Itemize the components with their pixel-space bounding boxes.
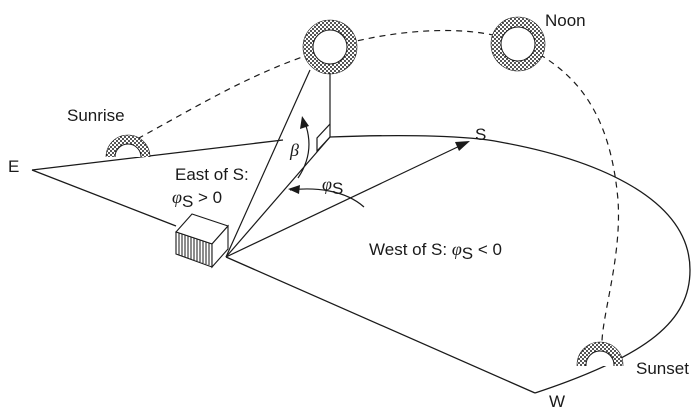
horizon-east-to-north-line [31,139,284,171]
label-phi-s-angle: φS [322,174,343,198]
label-noon: Noon [545,11,586,30]
sun-disc-noon-icon [500,26,536,62]
ray-to-sun-projection-foot [225,136,331,258]
beta-angle-arc [297,122,310,179]
house-icon [175,213,229,269]
label-east-of-s-condition: φS > 0 [172,187,222,211]
label-sunrise: Sunrise [67,106,125,125]
phi-arrowhead-icon [288,185,300,194]
south-arrowhead-icon [455,141,470,151]
sun-high [302,19,358,75]
ray-to-sun-left [225,69,311,258]
sun-disc-sunset-icon [585,350,615,366]
sun-sunrise [105,134,151,157]
horizon-east-to-house-line [31,169,177,227]
sun-sunset [576,341,624,366]
beta-arrowhead-icon [300,116,309,129]
sun-disc-high-icon [312,29,348,65]
ground-plane [31,134,691,394]
label-west-of-s-condition: West of S: φS < 0 [369,239,502,263]
house-side-wall [211,224,229,269]
horizon-house-to-west-line [225,256,536,394]
label-east-of-s-title: East of S: [175,165,249,184]
label-beta-angle: β [289,140,299,160]
label-sunset: Sunset [636,359,689,378]
sun-noon [490,16,546,72]
sun-disc-sunrise-icon [114,143,142,157]
right-angle-marker-icon [316,123,331,153]
rays [225,69,470,258]
ray-to-south-arrow [225,142,467,258]
horizon-south-to-west-curve [329,134,691,394]
label-south: S [475,125,486,144]
label-east: E [8,157,19,176]
label-west: W [549,392,565,411]
